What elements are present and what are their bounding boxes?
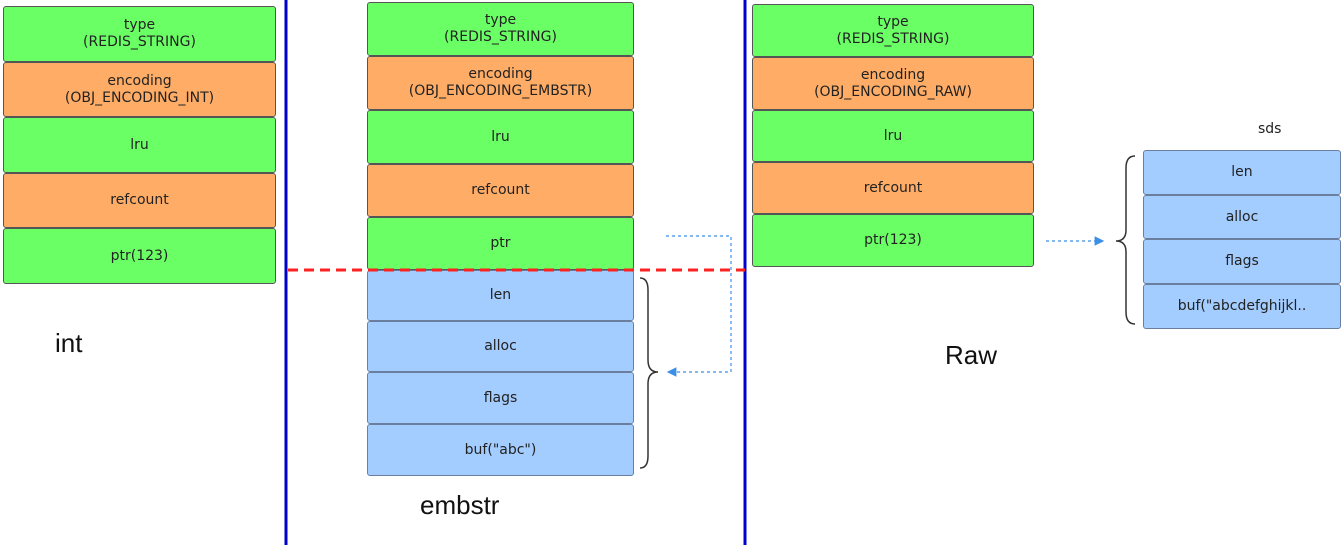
embstr-caption: embstr xyxy=(420,490,500,520)
embstr-refcount-field: refcount xyxy=(367,164,634,217)
embstr-encoding-field: encoding (OBJ_ENCODING_EMBSTR) xyxy=(367,56,634,110)
int-type-field: type (REDIS_STRING) xyxy=(3,6,276,62)
embstr-ptr-field: ptr xyxy=(367,217,634,270)
sds-flags-field: flags xyxy=(1143,239,1341,284)
sds-alloc-field: alloc xyxy=(1143,195,1341,239)
embstr-type-field: type (REDIS_STRING) xyxy=(367,2,634,56)
int-encoding-field: encoding (OBJ_ENCODING_INT) xyxy=(3,62,276,117)
sds-buf-field: buf("abcdefghijkl.. xyxy=(1143,284,1341,329)
embstr-alloc-field: alloc xyxy=(367,321,634,372)
embstr-sds-brace xyxy=(639,277,659,469)
raw-type-field: type (REDIS_STRING) xyxy=(752,4,1034,57)
raw-encoding-field: encoding (OBJ_ENCODING_RAW) xyxy=(752,57,1034,110)
raw-refcount-field: refcount xyxy=(752,162,1034,214)
raw-lru-field: lru xyxy=(752,110,1034,162)
embstr-lru-field: lru xyxy=(367,110,634,164)
raw-caption: Raw xyxy=(945,340,998,370)
sds-brace xyxy=(1115,155,1136,325)
embstr-ptr-arrow xyxy=(666,235,732,377)
int-refcount-field: refcount xyxy=(3,173,276,228)
int-ptr-field: ptr(123) xyxy=(3,228,276,284)
embstr-buf-field: buf("abc") xyxy=(367,424,634,476)
sds-len-field: len xyxy=(1143,150,1341,195)
int-caption: int xyxy=(55,328,83,358)
raw-ptr-field: ptr(123) xyxy=(752,214,1034,267)
int-lru-field: lru xyxy=(3,117,276,173)
sds-title: sds xyxy=(1258,121,1282,137)
embstr-len-field: len xyxy=(367,270,634,321)
embstr-flags-field: flags xyxy=(367,372,634,424)
